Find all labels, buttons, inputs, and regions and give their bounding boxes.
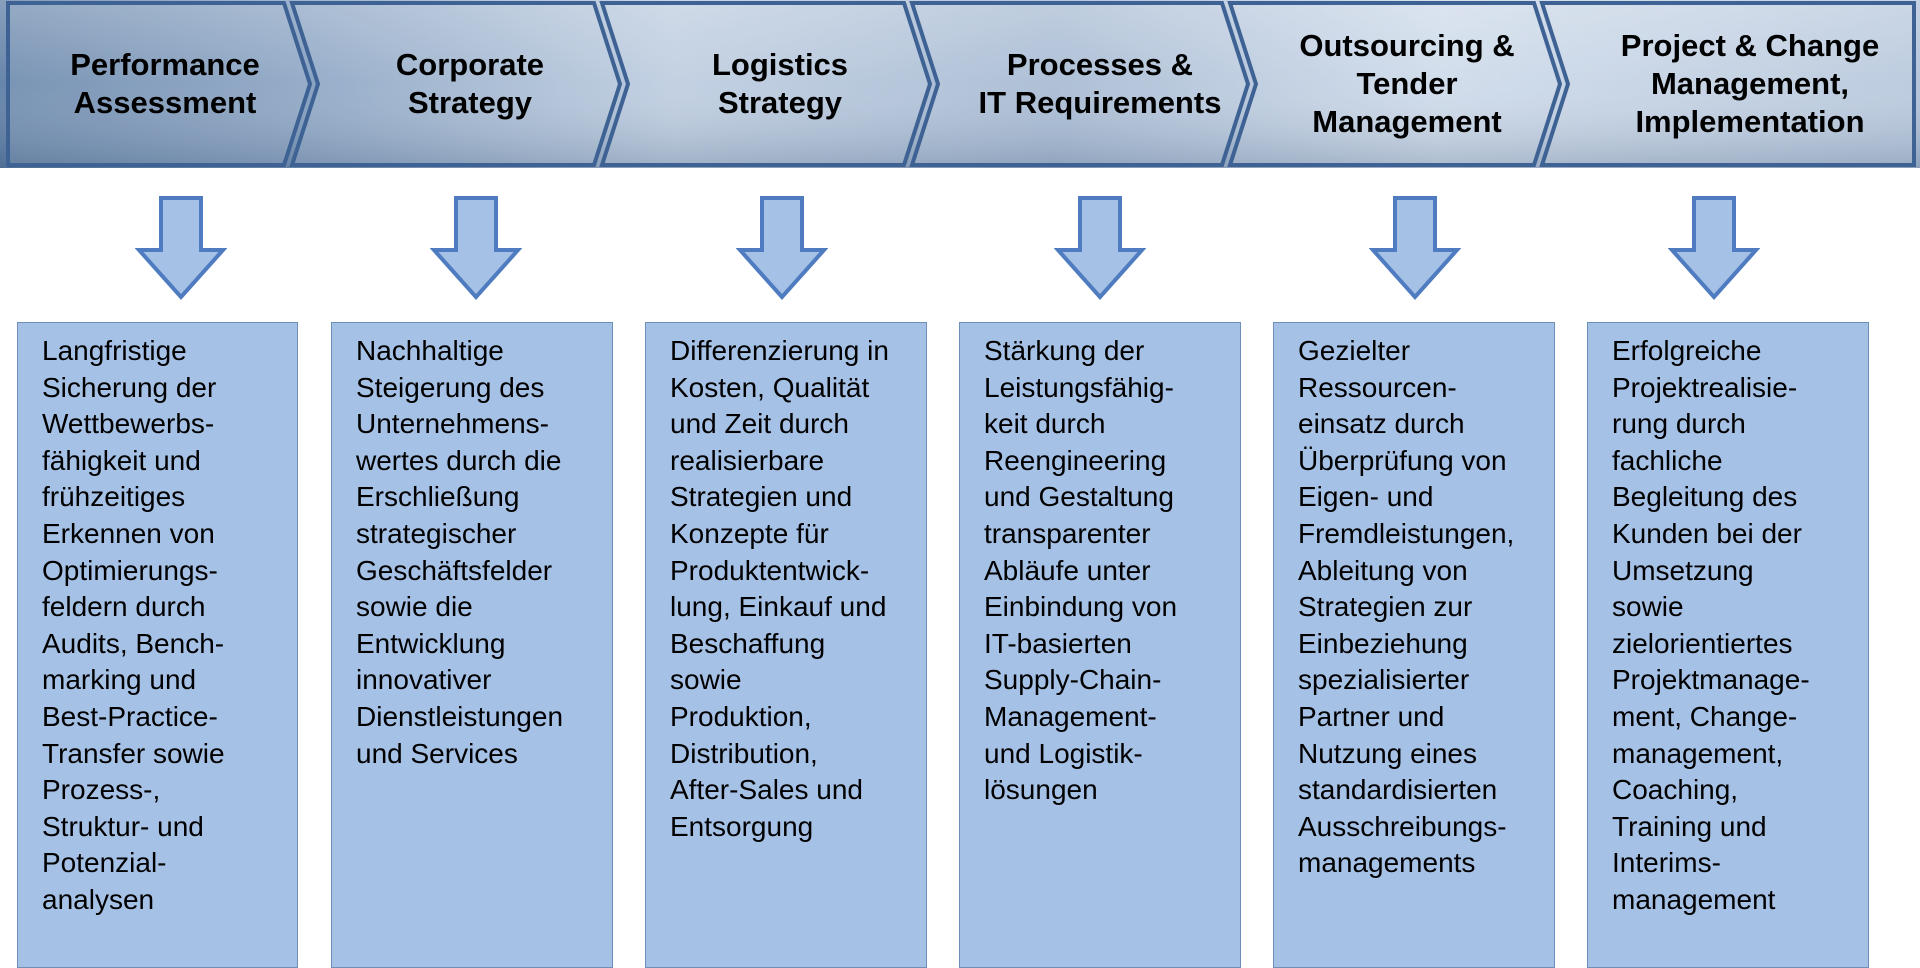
stage-chevron	[1539, 1, 1916, 167]
down-arrow-icon	[430, 196, 522, 300]
chevron-band	[0, 0, 1920, 168]
stage-description-processes-it: Stärkung der Leistungsfähig- keit durch …	[959, 322, 1241, 968]
down-arrow-icon	[736, 196, 828, 300]
down-arrow-icon	[1369, 196, 1461, 300]
stage-title-outsourcing-tender: Outsourcing & Tender Management	[1299, 28, 1515, 139]
stage-description-corporate-strategy: Nachhaltige Steigerung des Unternehmens-…	[331, 322, 613, 968]
stage-title-corporate-strategy: Corporate Strategy	[395, 47, 545, 120]
stage-chevron	[1227, 1, 1563, 167]
stage-description-project-change: Erfolgreiche Projektrealisie- rung durch…	[1587, 322, 1869, 968]
stage-chevron	[289, 1, 623, 167]
stage-description-logistics-strategy: Differenzierung in Kosten, Qualität und …	[645, 322, 927, 968]
stage-title-logistics-strategy: Logistics Strategy	[711, 47, 849, 120]
stage-title-performance-assessment: Performance Assessment	[70, 47, 260, 120]
stage-description-performance-assessment: Langfristige Sicherung der Wettbewerbs- …	[17, 322, 298, 968]
stage-chevron	[6, 1, 313, 167]
down-arrow-icon	[135, 196, 227, 300]
down-arrow-icon	[1668, 196, 1760, 300]
stage-chevron	[599, 1, 933, 167]
stage-title-project-change: Project & Change Management, Implementat…	[1620, 28, 1880, 139]
stage-description-outsourcing-tender: Gezielter Ressourcen- einsatz durch Über…	[1273, 322, 1555, 968]
down-arrow-icon	[1054, 196, 1146, 300]
stage-title-processes-it: Processes & IT Requirements	[978, 47, 1222, 120]
stage-chevron	[909, 1, 1251, 167]
